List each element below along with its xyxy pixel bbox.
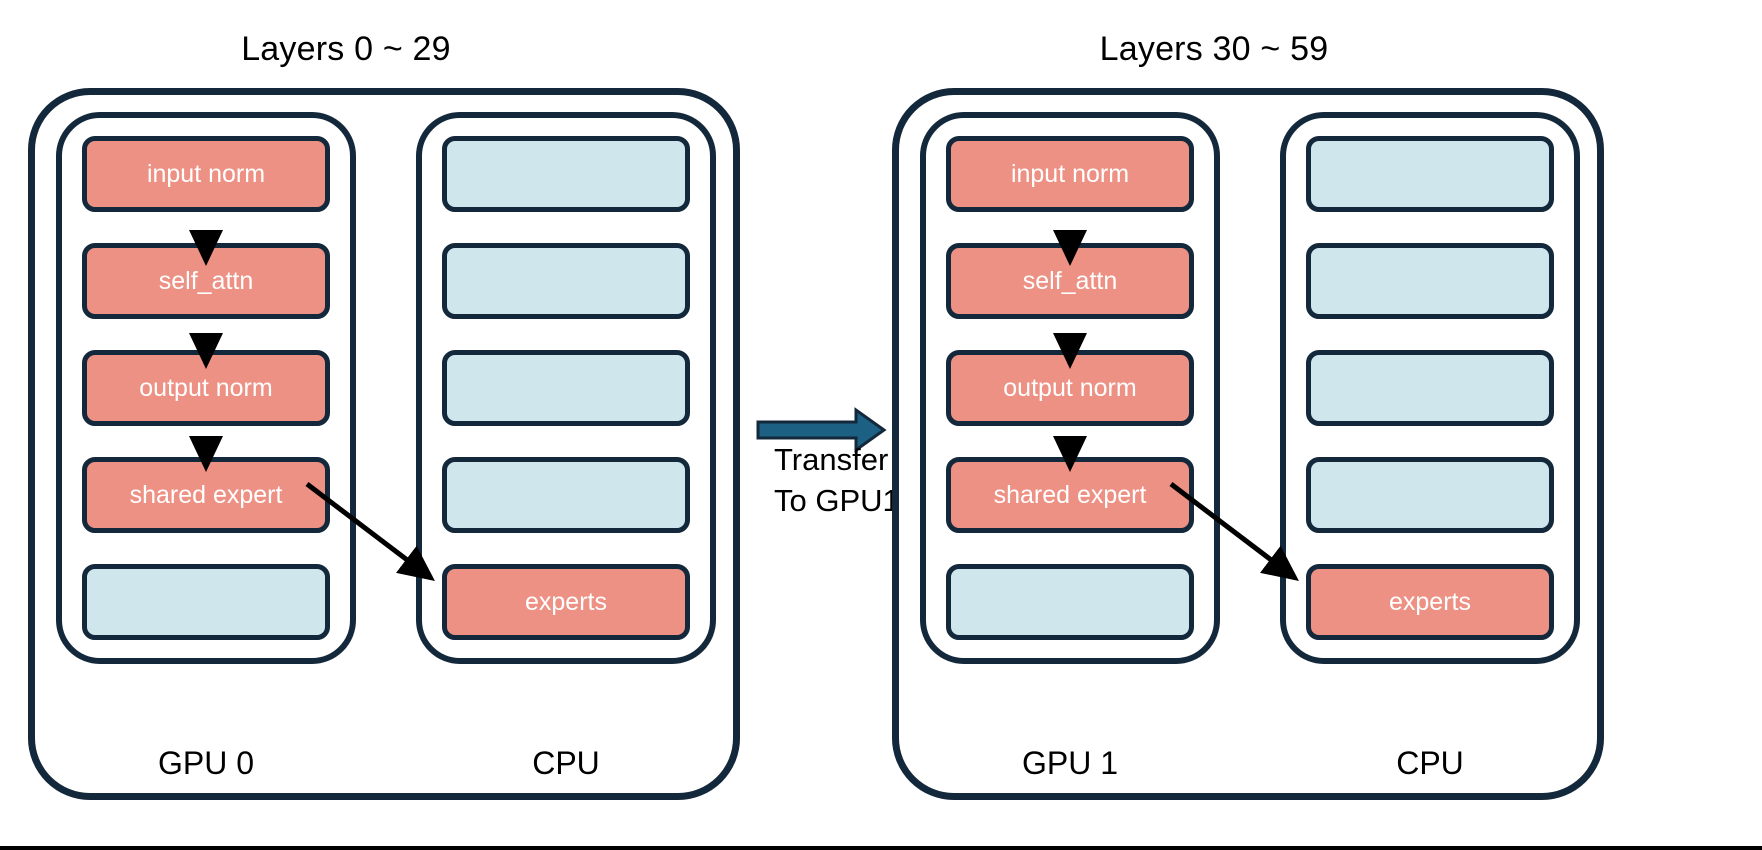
block-label: input norm [146, 159, 266, 188]
layer-group-0: Layers 0 ~ 29 input norm self_attn outpu… [28, 0, 768, 808]
block-label: experts [1389, 587, 1471, 616]
gpu-column-0: input norm self_attn output norm shared … [56, 112, 356, 664]
block-label: self_attn [158, 266, 254, 295]
device-label-row-0: GPU 0 CPU [56, 745, 716, 782]
block-shared-expert[interactable]: shared expert [82, 457, 330, 533]
block-cpu-idle-slot-2[interactable] [442, 243, 690, 319]
block-cpu-idle-slot-3[interactable] [1306, 350, 1554, 426]
device-columns-0: input norm self_attn output norm shared … [56, 112, 716, 664]
block-label: self_attn [1022, 266, 1118, 295]
block-output-norm[interactable]: output norm [82, 350, 330, 426]
block-label: output norm [1003, 373, 1137, 402]
block-gpu-idle-slot[interactable] [82, 564, 330, 640]
block-shared-expert[interactable]: shared expert [946, 457, 1194, 533]
block-experts[interactable]: experts [442, 564, 690, 640]
block-self-attn[interactable]: self_attn [82, 243, 330, 319]
group-title-layers-0-29: Layers 0 ~ 29 [241, 30, 451, 68]
device-columns-1: input norm self_attn output norm shared … [920, 112, 1580, 664]
block-experts[interactable]: experts [1306, 564, 1554, 640]
device-label-cpu-0: CPU [532, 745, 600, 781]
layer-group-1: Layers 30 ~ 59 input norm self_attn outp… [892, 0, 1632, 808]
device-label-cpu-1: CPU [1396, 745, 1464, 781]
block-input-norm[interactable]: input norm [946, 136, 1194, 212]
block-cpu-idle-slot-1[interactable] [442, 136, 690, 212]
block-output-norm[interactable]: output norm [946, 350, 1194, 426]
block-cpu-idle-slot-4[interactable] [1306, 457, 1554, 533]
device-label-gpu-0: GPU 0 [157, 745, 255, 781]
block-label: shared expert [993, 480, 1147, 509]
group-title-layers-30-59: Layers 30 ~ 59 [1099, 30, 1329, 68]
block-cpu-idle-slot-4[interactable] [442, 457, 690, 533]
block-cpu-idle-slot-1[interactable] [1306, 136, 1554, 212]
transfer-annotation: Transfer To GPU1 [756, 392, 900, 542]
block-label: experts [525, 587, 607, 616]
block-label: output norm [139, 373, 273, 402]
block-gpu-idle-slot[interactable] [946, 564, 1194, 640]
cpu-column-0: experts [416, 112, 716, 664]
transfer-caption-line1: Transfer [774, 442, 889, 477]
block-label: shared expert [129, 480, 283, 509]
block-self-attn[interactable]: self_attn [946, 243, 1194, 319]
block-label: input norm [1010, 159, 1130, 188]
block-cpu-idle-slot-3[interactable] [442, 350, 690, 426]
block-cpu-idle-slot-2[interactable] [1306, 243, 1554, 319]
block-input-norm[interactable]: input norm [82, 136, 330, 212]
gpu-column-1: input norm self_attn output norm shared … [920, 112, 1220, 664]
device-label-row-1: GPU 1 CPU [920, 745, 1580, 782]
transfer-caption-line2: To GPU1 [774, 482, 900, 518]
cpu-column-1: experts [1280, 112, 1580, 664]
device-label-gpu-1: GPU 1 [1021, 745, 1119, 781]
transfer-caption: Transfer To GPU1 [774, 440, 900, 522]
